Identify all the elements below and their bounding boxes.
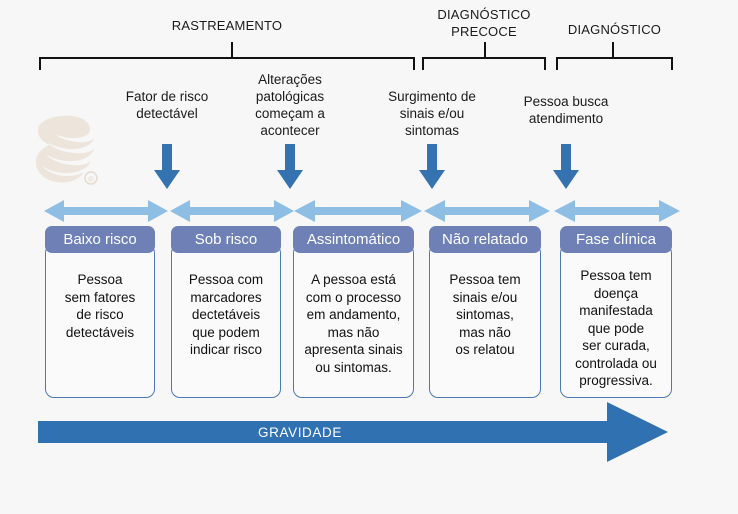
callout-surgimento-sinais: Surgimento de sinais e/ou sintomas — [388, 89, 476, 138]
stage-card-sob-risco[interactable]: Pessoa com marcadores dectetáveis que po… — [171, 226, 281, 398]
gravity-arrow — [38, 402, 668, 462]
double-arrow-baixo-risco — [44, 199, 168, 223]
stage-card-description-assintomatico: A pessoa está com o processo em andament… — [304, 272, 403, 375]
stage-card-body-sob-risco: Pessoa com marcadores dectetáveis que po… — [171, 244, 281, 398]
down-arrow-alteracoes-patologicas — [276, 144, 304, 190]
stage-card-description-fase-clinica: Pessoa tem doença manifestada que pode s… — [575, 268, 657, 388]
stage-card-body-assintomatico: A pessoa está com o processo em andament… — [293, 244, 414, 398]
spiral-globe-watermark: ® — [28, 112, 100, 190]
double-arrow-fase-clinica — [554, 199, 680, 223]
phase-label-diagnostico-precoce: DIAGNÓSTICO PRECOCE — [437, 7, 531, 39]
down-arrow-pessoa-busca-atendimento — [552, 144, 580, 190]
gravity-arrow-label: GRAVIDADE — [258, 425, 342, 440]
phase-bracket-rastreamento — [39, 57, 415, 70]
stage-card-baixo-risco[interactable]: Pessoa sem fatores de risco detectáveis … — [45, 226, 155, 398]
double-arrow-assintomatico — [294, 199, 422, 223]
stage-card-title-nao-relatado: Não relatado — [429, 226, 541, 253]
phase-bracket-diagnostico-precoce — [422, 57, 546, 70]
down-arrow-surgimento-sinais — [418, 144, 446, 190]
double-arrow-nao-relatado — [424, 199, 550, 223]
callout-alteracoes-patologicas: Alterações patológicas começam a acontec… — [255, 72, 325, 138]
stage-card-description-baixo-risco: Pessoa sem fatores de risco detectáveis — [64, 272, 136, 340]
phase-tick-rastreamento — [231, 42, 233, 58]
phase-tick-diagnostico-precoce — [484, 42, 486, 58]
phase-label-rastreamento: RASTREAMENTO — [171, 18, 283, 33]
stage-card-description-sob-risco: Pessoa com marcadores dectetáveis que po… — [188, 272, 264, 357]
double-arrow-sob-risco — [170, 199, 294, 223]
stage-card-assintomatico[interactable]: A pessoa está com o processo em andament… — [293, 226, 414, 398]
stage-card-nao-relatado[interactable]: Pessoa tem sinais e/ou sintomas, mas não… — [429, 226, 541, 398]
stage-card-title-assintomatico: Assintomático — [293, 226, 414, 253]
phase-bracket-diagnostico — [556, 57, 673, 70]
phase-tick-diagnostico — [612, 42, 614, 58]
svg-text:®: ® — [88, 175, 94, 184]
phase-label-diagnostico: DIAGNÓSTICO — [567, 22, 662, 37]
stage-card-title-sob-risco: Sob risco — [171, 226, 281, 253]
stage-card-description-nao-relatado: Pessoa tem sinais e/ou sintomas, mas não… — [449, 272, 521, 357]
callout-fator-de-risco: Fator de risco detectável — [125, 89, 209, 121]
stage-card-body-baixo-risco: Pessoa sem fatores de risco detectáveis — [45, 244, 155, 398]
stage-card-title-baixo-risco: Baixo risco — [45, 226, 155, 253]
callout-pessoa-busca-atendimento: Pessoa busca atendimento — [523, 94, 609, 126]
down-arrow-fator-de-risco — [153, 144, 181, 190]
stage-card-title-fase-clinica: Fase clínica — [560, 226, 672, 253]
stage-card-fase-clinica[interactable]: Pessoa tem doença manifestada que pode s… — [560, 226, 672, 398]
stage-card-body-nao-relatado: Pessoa tem sinais e/ou sintomas, mas não… — [429, 244, 541, 398]
stage-card-body-fase-clinica: Pessoa tem doença manifestada que pode s… — [560, 244, 672, 398]
